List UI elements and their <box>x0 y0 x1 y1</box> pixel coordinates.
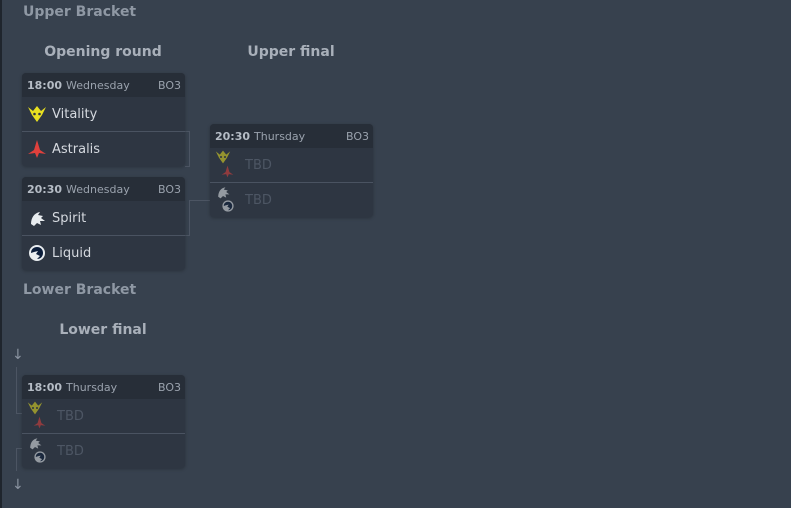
connector <box>189 200 211 236</box>
lower-final-title: Lower final <box>59 322 147 338</box>
connector <box>185 235 189 236</box>
match-day: Thursday <box>66 380 118 394</box>
team-name: TBD <box>245 157 272 173</box>
spirit-logo-icon <box>27 208 47 228</box>
upper-bracket-title: Upper Bracket <box>23 4 137 20</box>
vitality-logo-icon <box>215 149 231 165</box>
lower-bracket-title: Lower Bracket <box>23 282 137 298</box>
spirit-logo-icon <box>215 184 231 200</box>
match-day: Thursday <box>254 129 306 143</box>
astralis-logo-icon <box>27 139 47 159</box>
team-row[interactable]: Liquid <box>22 235 185 270</box>
team-row[interactable]: Spirit <box>22 201 185 235</box>
liquid-logo-icon <box>33 450 47 464</box>
team-name: Spirit <box>52 210 87 226</box>
liquid-logo-icon <box>27 243 47 263</box>
left-edge <box>0 0 2 508</box>
match-day: Wednesday <box>66 182 130 196</box>
team-name: TBD <box>57 443 84 459</box>
connector <box>185 131 190 167</box>
team-row[interactable]: Vitality <box>22 97 185 131</box>
match-format: BO3 <box>157 182 181 196</box>
match-format: BO3 <box>157 380 181 394</box>
astralis-logo-icon <box>33 416 46 429</box>
team-name: Vitality <box>52 106 98 122</box>
opening-round-title: Opening round <box>44 44 162 60</box>
arrow-down-icon: ↓ <box>12 477 24 493</box>
vitality-logo-icon <box>27 400 43 416</box>
team-row[interactable]: TBD <box>210 148 373 182</box>
upper-final-title: Upper final <box>247 44 335 60</box>
connector <box>16 448 22 471</box>
team-name: Astralis <box>52 141 101 157</box>
team-name: TBD <box>57 408 84 424</box>
match-format: BO3 <box>345 129 369 143</box>
match-time: 18:00 <box>27 78 63 92</box>
spirit-logo-icon <box>27 435 43 451</box>
arrow-down-icon: ↓ <box>12 347 24 363</box>
match-time: 20:30 <box>27 182 63 196</box>
match-time: 18:00 <box>27 380 63 394</box>
team-row[interactable]: TBD <box>22 399 185 433</box>
team-row[interactable]: Astralis <box>22 131 185 166</box>
team-name: Liquid <box>52 245 92 261</box>
match-time: 20:30 <box>215 129 251 143</box>
liquid-logo-icon <box>221 199 235 213</box>
team-row[interactable]: TBD <box>22 433 185 468</box>
match-day: Wednesday <box>66 78 130 92</box>
connector <box>16 367 22 414</box>
match-format: BO3 <box>157 78 181 92</box>
vitality-logo-icon <box>27 104 47 124</box>
astralis-logo-icon <box>221 165 234 178</box>
team-name: TBD <box>245 192 272 208</box>
team-row[interactable]: TBD <box>210 182 373 217</box>
